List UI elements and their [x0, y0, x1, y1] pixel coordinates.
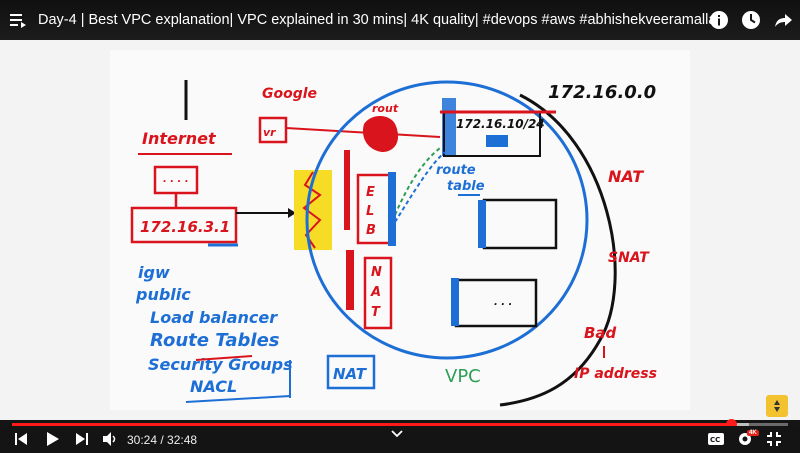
router-label: rout [372, 102, 399, 115]
svg-text:N: N [371, 265, 382, 280]
expand-icon [774, 400, 780, 412]
google-label: Google [262, 86, 317, 102]
public-ip-box [130, 206, 238, 244]
video-frame[interactable]: 172.16.0.0 Google vr Internet . . . . 17… [0, 40, 800, 420]
google-box [258, 116, 288, 144]
public-text: public [135, 285, 191, 304]
route-table-label-2: table [447, 179, 485, 194]
igw-text: igw [138, 263, 170, 282]
volume-icon[interactable] [102, 431, 118, 447]
router-shape [362, 115, 399, 152]
svg-text:L: L [366, 204, 374, 219]
scroll-hint-button[interactable] [766, 395, 788, 417]
ip-address-label: IP address [574, 366, 657, 382]
progress-scrubber[interactable] [726, 419, 738, 430]
settings-icon[interactable] [737, 431, 753, 447]
nat-right-label: NAT [608, 167, 644, 186]
svg-text:vr: vr [263, 126, 276, 139]
svg-text:CC: CC [710, 436, 720, 444]
svg-text:E: E [366, 185, 375, 200]
nat-blue-label: NAT [333, 365, 368, 383]
load-balancer-text: Load balancer [150, 308, 278, 327]
watch-later-icon[interactable] [740, 9, 762, 31]
nacl-text: NACL [190, 377, 237, 396]
time-display: 30:24 / 32:48 [127, 433, 198, 447]
region-arc [499, 93, 617, 407]
progress-bar[interactable] [12, 419, 788, 430]
cidr-label: 172.16.0.0 [548, 82, 656, 103]
info-icon[interactable] [708, 9, 730, 31]
internet-label: Internet [142, 129, 217, 148]
play-icon[interactable] [44, 431, 60, 447]
video-title[interactable]: Day-4 | Best VPC explanation| VPC explai… [38, 12, 717, 28]
player-controls: 30:24 / 32:48 CC 4K [0, 426, 800, 453]
vpc-label: VPC [445, 366, 481, 387]
nat-blue-box [326, 354, 376, 390]
skip-next-icon[interactable] [75, 431, 89, 447]
svg-text:. . . .: . . . . [163, 174, 189, 185]
svg-text:T: T [371, 305, 381, 320]
svg-text:A: A [370, 285, 381, 300]
snat-label: SNAT [608, 250, 650, 266]
bad-label: Bad [584, 324, 617, 342]
public-ip-label: 172.16.3.1 [140, 218, 230, 236]
exit-fullscreen-icon[interactable] [766, 432, 782, 446]
chevron-down-icon[interactable] [391, 430, 403, 438]
security-groups-text: Security Groups [148, 355, 293, 374]
captions-icon[interactable]: CC [708, 433, 724, 445]
whiteboard-drawing: 172.16.0.0 Google vr Internet . . . . 17… [110, 50, 690, 410]
nat-box [363, 256, 393, 330]
vpc-boundary [305, 80, 589, 360]
route-table-label-1: route [436, 163, 476, 178]
share-icon[interactable] [772, 9, 794, 31]
progress-played [12, 423, 732, 426]
svg-text:. . .: . . . [494, 297, 512, 308]
svg-text:B: B [366, 223, 376, 238]
quality-badge: 4K [747, 430, 759, 436]
route-tables-text: Route Tables [150, 330, 280, 351]
subnet-label: 172.16.10/24 [456, 117, 545, 131]
queue-icon[interactable] [8, 10, 28, 30]
video-title-bar: Day-4 | Best VPC explanation| VPC explai… [0, 0, 800, 40]
skip-back-icon[interactable] [14, 431, 28, 447]
